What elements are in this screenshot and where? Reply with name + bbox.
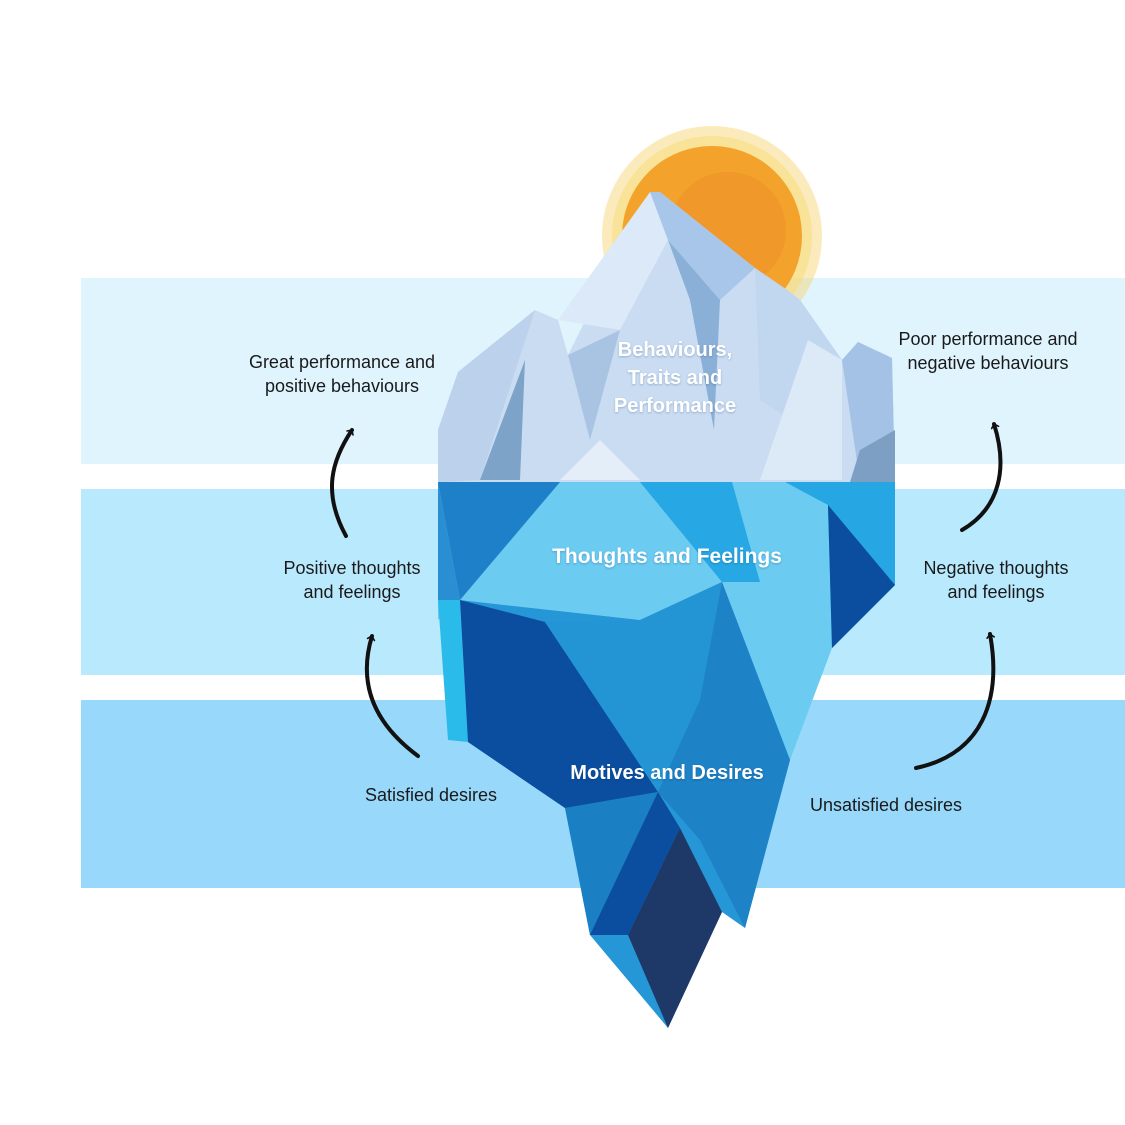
left-upper-arrow [330,428,354,538]
right-bottom-label: Unsatisfied desires [809,795,963,815]
left-middle-line: Positive thoughts [283,558,421,578]
right-middle-line: Negative thoughts [923,558,1069,578]
right-lower-arrow [914,632,996,770]
left-middle-label: Positive thoughts and feelings [252,556,452,604]
left-top-line: Great performance and [248,352,436,372]
iceberg-tip [438,192,895,482]
right-upper-arrow [960,422,1003,532]
right-top-line: negative behaviours [907,353,1069,373]
left-top-label: Great performance and positive behaviour… [222,350,462,398]
middle-label: Thoughts and Feelings [552,545,782,568]
right-middle-label: Negative thoughts and feelings [896,556,1096,604]
iceberg-middle [438,482,895,760]
left-bottom-label: Satisfied desires [364,785,498,805]
tip-label-line: Behaviours, [617,339,733,361]
tip-label-line: Performance [613,395,737,417]
left-middle-line: and feelings [303,582,401,602]
iceberg-base [460,582,790,1028]
left-top-line: positive behaviours [264,376,420,396]
base-label: Motives and Desires [570,762,764,784]
left-lower-arrow [364,634,420,758]
right-middle-line: and feelings [947,582,1045,602]
right-top-label: Poor performance and negative behaviours [868,327,1108,375]
tip-label-line: Traits and [627,367,723,389]
right-top-line: Poor performance and [898,329,1078,349]
tip-label: Behaviours, Traits and Performance [575,336,775,420]
